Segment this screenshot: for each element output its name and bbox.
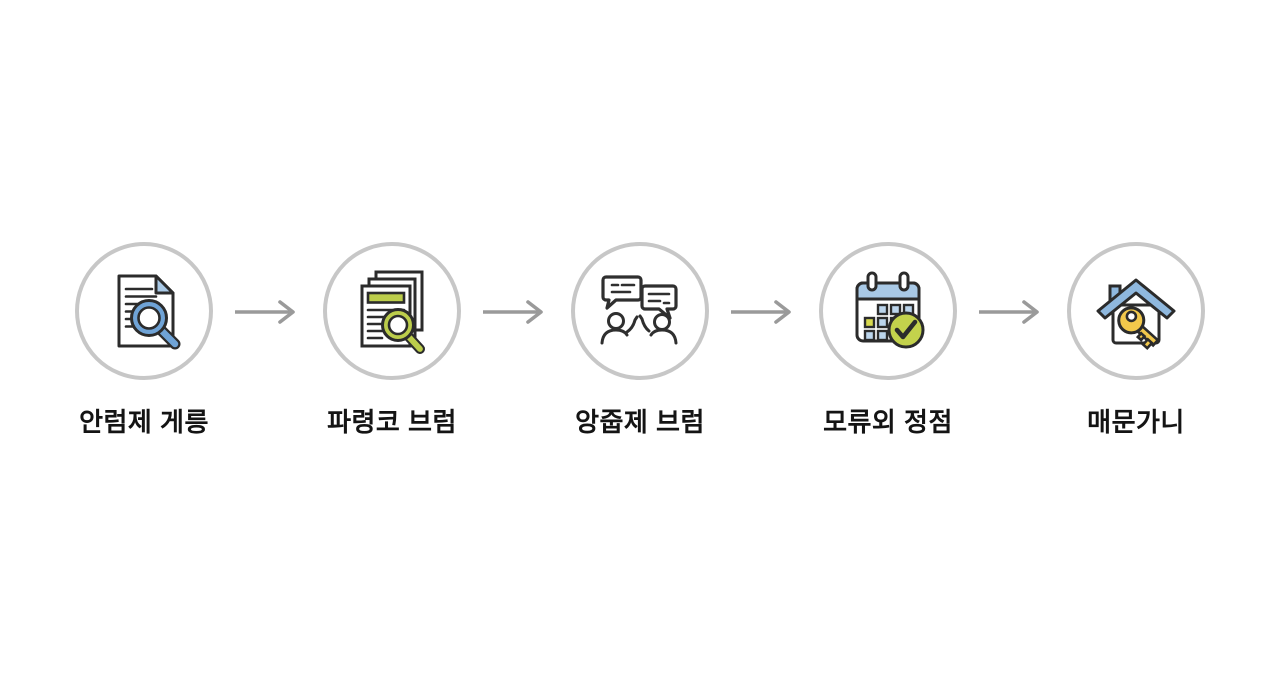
arrow-4	[968, 299, 1056, 325]
flow-step-2: 파령코 브럼	[312, 242, 472, 439]
arrow-1	[224, 299, 312, 325]
step-4-label: 모류외 정점	[823, 407, 953, 437]
step-3-label: 앙줍제 브럼	[575, 407, 705, 437]
step-2-label: 파령코 브럼	[327, 407, 457, 437]
flow-step-4: 모류외 정점	[808, 242, 968, 439]
step-2-circle	[323, 242, 461, 380]
step-1-circle	[75, 242, 213, 380]
house-key-icon	[1086, 261, 1186, 361]
flow-step-1: 안럼제 게릉	[64, 242, 224, 439]
step-4-circle	[819, 242, 957, 380]
document-search-icon	[94, 261, 194, 361]
calendar-check-icon	[838, 261, 938, 361]
step-3-circle	[571, 242, 709, 380]
step-1-label: 안럼제 게릉	[79, 407, 209, 437]
document-stack-magnifier-icon	[342, 261, 442, 361]
discussion-icon	[590, 261, 690, 361]
arrow-3	[720, 299, 808, 325]
step-5-circle	[1067, 242, 1205, 380]
process-flow: 안럼제 게릉	[0, 242, 1280, 439]
step-5-label: 매문가니	[1087, 407, 1185, 437]
arrow-2	[472, 299, 560, 325]
flow-step-3: 앙줍제 브럼	[560, 242, 720, 439]
flow-step-5: 매문가니	[1056, 242, 1216, 439]
